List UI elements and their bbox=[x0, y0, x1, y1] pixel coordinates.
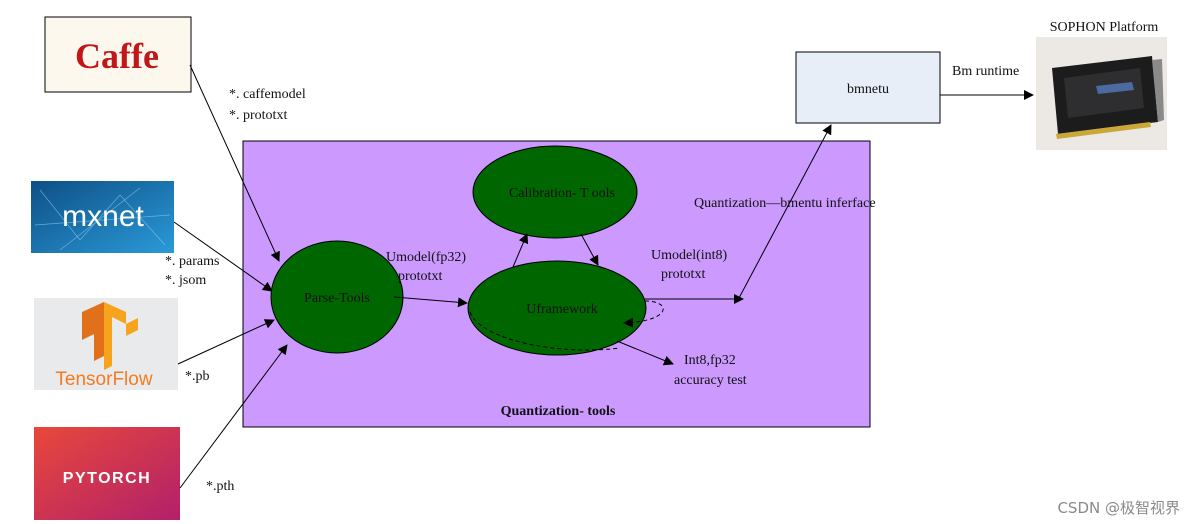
pytorch-edge-label: *.pth bbox=[206, 479, 234, 494]
tensorflow-logo-text: TensorFlow bbox=[55, 369, 152, 390]
bm-runtime-label: Bm runtime bbox=[952, 64, 1019, 79]
mxnet-edge-label-1: *. params bbox=[165, 254, 219, 269]
edge-tf-parse bbox=[177, 319, 275, 365]
edge-parse-uframework bbox=[393, 296, 468, 308]
caffe-edge-label-2: *. prototxt bbox=[229, 108, 287, 123]
caffe-logo-text: Caffe bbox=[75, 36, 159, 76]
quantization-tools-label: Quantization- tools bbox=[501, 404, 616, 419]
parse-tools-node bbox=[270, 240, 404, 354]
mxnet-logo-text: mxnet bbox=[62, 200, 144, 233]
dashed-loop-right bbox=[623, 300, 664, 328]
caffe-logo: Caffe bbox=[44, 16, 192, 93]
edge-uframework-calibration bbox=[512, 233, 529, 268]
sophon-card-image bbox=[1036, 37, 1167, 150]
calibration-tools-label: Calibration- T ools bbox=[509, 186, 615, 201]
calibration-tools-node bbox=[472, 145, 638, 239]
bmnetu-node bbox=[795, 51, 941, 124]
umodel-int8-label-2: prototxt bbox=[661, 267, 705, 282]
uframework-label: Uframework bbox=[526, 302, 598, 317]
watermark-text: CSDN @极智视界 bbox=[1057, 499, 1180, 517]
pytorch-logo: PYTORCH bbox=[34, 427, 180, 520]
tensorflow-logo: TensorFlow bbox=[34, 298, 178, 390]
tensorflow-icon bbox=[82, 302, 138, 370]
parse-tools-label: Parse-Tools bbox=[304, 291, 370, 306]
interface-label: Quantization—bmentu inferface bbox=[694, 196, 876, 211]
edge-uframework-accuracy bbox=[616, 340, 674, 366]
mxnet-edge-label-2: *. jsom bbox=[165, 273, 206, 288]
umodel-int8-label-1: Umodel(int8) bbox=[651, 248, 728, 263]
dashed-loop-bottom bbox=[469, 311, 621, 351]
edge-caffe-parse bbox=[189, 64, 280, 262]
bmnetu-label: bmnetu bbox=[847, 82, 889, 97]
sophon-platform-title: SOPHON Platform bbox=[1050, 20, 1159, 35]
edge-interface-bmnetu bbox=[738, 124, 832, 299]
accuracy-label-2: accuracy test bbox=[674, 373, 747, 388]
accuracy-label-1: Int8,fp32 bbox=[684, 353, 736, 368]
edge-pytorch-parse bbox=[179, 344, 288, 489]
umodel-fp32-label-2: prototxt bbox=[398, 269, 442, 284]
mxnet-logo: mxnet bbox=[31, 181, 174, 253]
pytorch-logo-text: PYTORCH bbox=[63, 470, 151, 487]
umodel-fp32-label-1: Umodel(fp32) bbox=[386, 250, 466, 265]
edge-mxnet-parse bbox=[173, 221, 273, 292]
tf-edge-label: *.pb bbox=[185, 369, 210, 384]
uframework-node bbox=[467, 260, 647, 356]
edge-calibration-uframework bbox=[580, 233, 599, 266]
caffe-edge-label-1: *. caffemodel bbox=[229, 87, 306, 102]
